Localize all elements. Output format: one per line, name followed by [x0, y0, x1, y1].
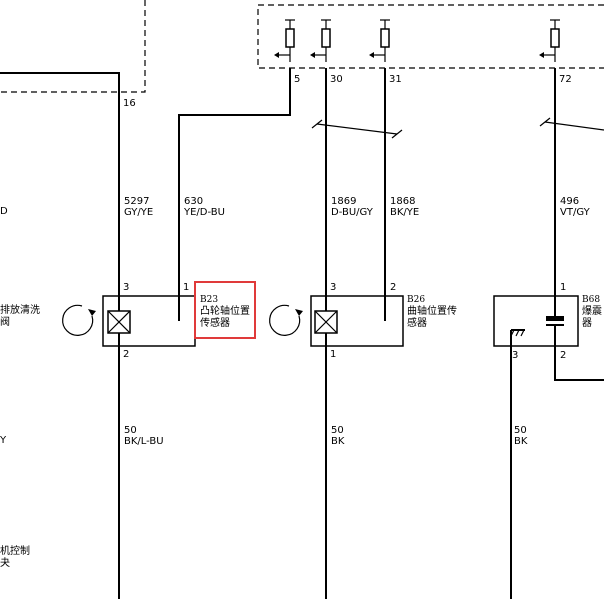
- wire-1868-color: BK/YE: [390, 207, 419, 218]
- wire-630-number: 630: [184, 196, 203, 207]
- wire-1868: [337, 68, 386, 322]
- ecu-pin-31-label: 31: [389, 74, 402, 85]
- left-module-dashed-border: [0, 0, 146, 93]
- left-edge-text-4: Y: [0, 435, 7, 446]
- wire-496-color: VT/GY: [560, 207, 591, 218]
- b26-pin-3: 3: [330, 282, 336, 293]
- ground-wire-1-color: BK/L-BU: [124, 436, 164, 447]
- wire-630-color: YE/D-BU: [183, 207, 225, 218]
- b23-highlight-box: [194, 281, 256, 339]
- ecu-pin-5-fuse-icon: [274, 19, 295, 62]
- shield-line-2: [544, 121, 604, 131]
- ecu-pin-30-fuse-icon: [310, 19, 331, 62]
- b68-name-line1: 爆震: [582, 305, 602, 317]
- left-edge-text-3: 阀: [0, 315, 10, 328]
- ecu-pin-5-label: 5: [294, 74, 300, 85]
- ground-wire-3-number: 50: [514, 425, 527, 436]
- ground-wire-1-number: 50: [124, 425, 137, 436]
- b26-pin-1: 1: [330, 349, 336, 360]
- left-edge-text-6: 夬: [0, 556, 10, 569]
- ground-wire-2-number: 50: [331, 425, 344, 436]
- wire-5297: [0, 72, 120, 599]
- wire-1868-number: 1868: [390, 196, 415, 207]
- wire-5297-number: 5297: [124, 196, 149, 207]
- b23-id: B23: [200, 295, 218, 305]
- b68-name-line2: 器: [582, 317, 592, 329]
- left-edge-text-5: 机控制: [0, 544, 30, 557]
- b68-knock-element-icon: [546, 316, 564, 321]
- b23-name-line2: 传感器: [200, 316, 230, 329]
- component-b68: [493, 295, 579, 347]
- shield-line-1: [316, 123, 398, 135]
- b68-ground-icon: [510, 329, 525, 346]
- b23-pin-2: 2: [123, 349, 129, 360]
- b23-pin-1: 1: [183, 282, 189, 293]
- b26-name-line2: 感器: [407, 316, 427, 329]
- left-module-pin-label: 16: [123, 98, 136, 109]
- b23-name-line1: 凸轮轴位置: [200, 304, 250, 317]
- ecu-pin-31-fuse-icon: [369, 19, 390, 62]
- wire-496-number: 496: [560, 196, 579, 207]
- b26-pin-2: 2: [390, 282, 396, 293]
- ecu-dashed-border: [257, 4, 604, 69]
- component-b23: [102, 295, 196, 347]
- ground-wire-2-color: BK: [331, 436, 345, 447]
- b23-pin-3: 3: [123, 282, 129, 293]
- b68-id: B68: [582, 295, 600, 305]
- b26-name-line1: 曲轴位置传: [407, 304, 457, 317]
- ecu-pin-72-fuse-icon: [539, 19, 560, 62]
- rotation-icon-b26: [269, 304, 303, 336]
- b26-id: B26: [407, 295, 425, 305]
- ecu-pin-30-label: 30: [330, 74, 343, 85]
- b68-pin-1: 1: [560, 282, 566, 293]
- ground-wire-3-color: BK: [514, 436, 528, 447]
- wire-1869-number: 1869: [331, 196, 356, 207]
- left-edge-text-2: 排放清洗: [0, 303, 40, 316]
- component-b26: [310, 295, 404, 347]
- rotation-icon-b23: [62, 304, 96, 336]
- wire-630: [130, 68, 291, 322]
- b68-pin-2: 2: [560, 350, 566, 361]
- ecu-pin-72-label: 72: [559, 74, 572, 85]
- shield-break-right: [391, 129, 403, 139]
- wire-5297-color: GY/YE: [124, 207, 153, 218]
- left-edge-text-1: D: [0, 206, 8, 217]
- wire-1869-color: D-BU/GY: [331, 207, 374, 218]
- b68-pin-3: 3: [512, 350, 518, 361]
